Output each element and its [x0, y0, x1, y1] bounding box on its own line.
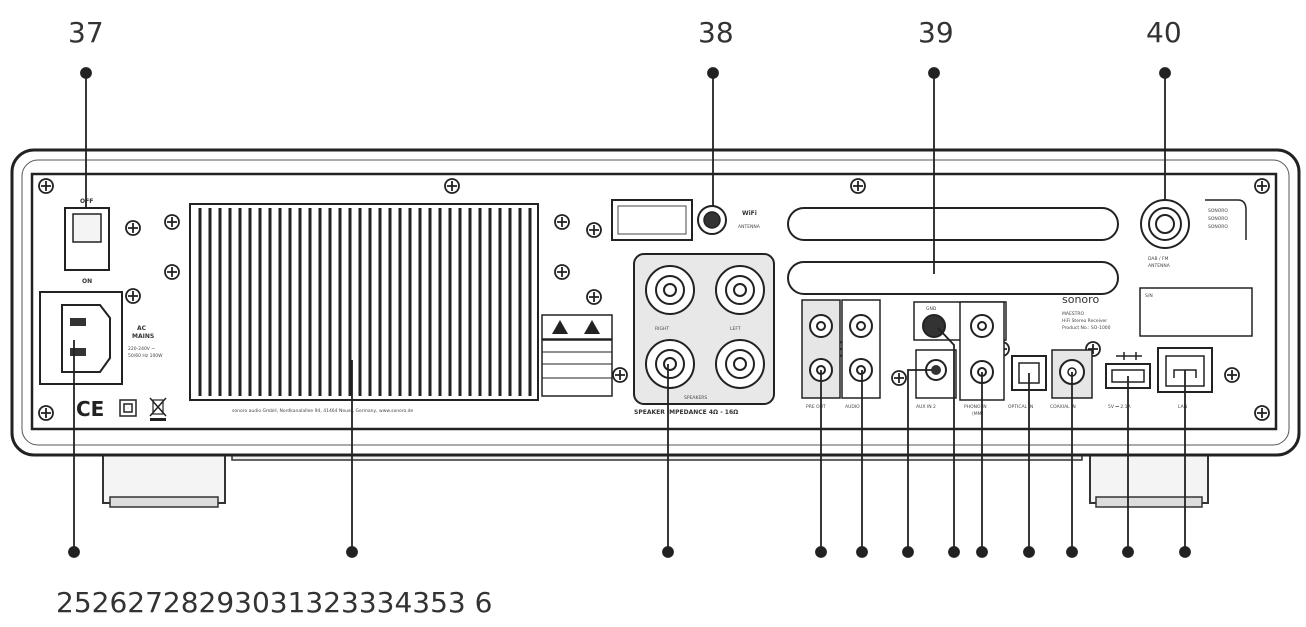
aux-in-2-port: AUX IN 2 — [915, 349, 957, 410]
speaker-impedance-label: SPEAKER IMPEDANCE 4Ω - 16Ω — [634, 409, 738, 416]
serial-number-box — [1139, 287, 1253, 337]
gnd-phono-group: GND PHONO IN (MM) — [913, 301, 1007, 417]
callout-leaders — [68, 67, 1191, 558]
expansion-slots — [787, 207, 1119, 295]
certification-marks: CE — [76, 397, 167, 421]
usb-icon — [1116, 352, 1142, 360]
pre-out-label: PRE OUT — [806, 404, 826, 410]
svg-text:SONORO: SONORO — [1208, 224, 1228, 230]
wifi-label: WiFi — [742, 210, 757, 217]
gnd-label: GND — [926, 306, 937, 312]
model-desc: HiFi Stereo Receiver — [1062, 318, 1107, 324]
warning-labels — [541, 314, 613, 397]
callout-40: 40 — [1146, 16, 1182, 49]
power-switch[interactable]: OFF ON — [64, 198, 110, 285]
callout-bottom-row: 25262728293031323334353 6 — [56, 586, 492, 619]
class2-mark — [119, 399, 137, 417]
speakers-label: SPEAKERS — [684, 395, 707, 401]
ce-mark: CE — [76, 397, 104, 421]
device-feet — [102, 451, 1209, 508]
callout-38: 38 — [698, 16, 734, 49]
coaxial-in-label: COAXIAL IN — [1050, 404, 1076, 410]
wifi-antenna-port: WiFi ANTENNA — [611, 199, 761, 241]
ac-mains-label-2: MAINS — [132, 333, 154, 340]
optical-in-label: OPTICAL IN — [1008, 404, 1033, 410]
ac-mains-label: AC — [137, 325, 147, 332]
svg-text:SONORO: SONORO — [1208, 216, 1228, 222]
dab-fm-antenna-port: DAB / FM ANTENNA — [1140, 199, 1190, 269]
phono-in-label-2: (MM) — [972, 411, 984, 417]
callout-37: 37 — [68, 16, 104, 49]
product-number: Product No.: SO-1000 — [1062, 325, 1111, 331]
audio-in-label: AUDIO I — [845, 404, 862, 410]
product-info: SONORO SONORO SONORO sonoro MAESTRO HiFi… — [1062, 199, 1253, 337]
speaker-terminals: RIGHT LEFT SPEAKERS SPEAKER IMPEDANCE 4Ω… — [633, 253, 775, 416]
dab-fm-label: DAB / FM — [1148, 256, 1169, 262]
serial-number-label: S/N — [1145, 293, 1153, 299]
switch-on-label: ON — [82, 278, 92, 285]
mount-screws — [38, 178, 1270, 421]
heat-sink: sonoro audio GmbH, Nordkanalallee 94, 41… — [189, 203, 539, 414]
wifi-antenna-label: ANTENNA — [738, 224, 761, 230]
speaker-right-label: RIGHT — [655, 326, 669, 332]
svg-text:SONORO: SONORO — [1208, 208, 1228, 214]
dab-fm-antenna-label: ANTENNA — [1148, 263, 1171, 269]
speaker-left-label: LEFT — [730, 326, 741, 332]
manufacturer-address: sonoro audio GmbH, Nordkanalallee 94, 41… — [232, 408, 414, 414]
model-name: MAESTRO — [1062, 311, 1085, 317]
phono-in-label: PHONO IN — [964, 404, 987, 410]
callout-39: 39 — [918, 16, 954, 49]
brand-logo: sonoro — [1062, 293, 1099, 306]
aux-in-2-label: AUX IN 2 — [916, 404, 936, 410]
usb-label: 5V ⎓ 2.1A — [1108, 404, 1132, 410]
ac-spec-2: 50/60 Hz 100W — [128, 353, 163, 359]
lan-label: LAN — [1178, 404, 1187, 410]
ac-spec-1: 220-240V ~ — [128, 346, 155, 352]
